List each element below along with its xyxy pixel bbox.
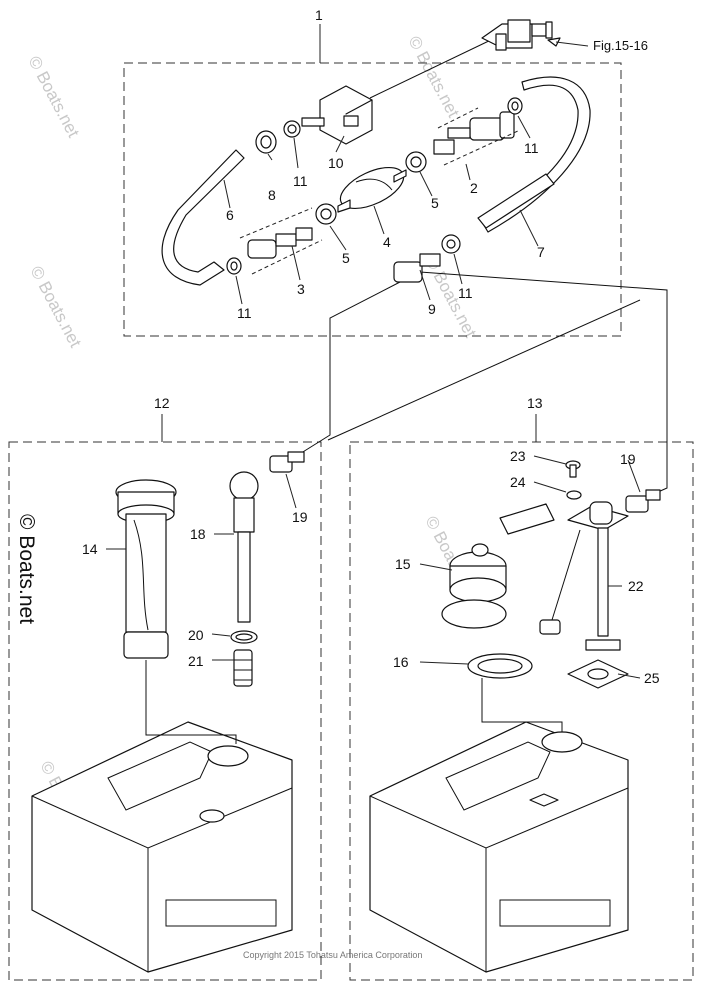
- part-6-hose: [161, 149, 245, 286]
- part-8-ring: [255, 130, 277, 154]
- callout-15: 15: [395, 556, 411, 572]
- callout-22: 22: [628, 578, 644, 594]
- callout-11: 11: [237, 305, 252, 321]
- callout-8: 8: [268, 187, 276, 203]
- part-11-clip: [441, 234, 461, 254]
- fig-leader-line: [369, 37, 496, 99]
- callout-20: 20: [188, 627, 204, 643]
- callout-9: 9: [428, 301, 436, 317]
- assembly-line: [481, 678, 563, 732]
- assembly-1-frame: [123, 62, 622, 337]
- callout-1: 1: [315, 7, 323, 23]
- assembly-13-frame: [349, 441, 694, 981]
- part-10-connector: [301, 85, 373, 145]
- part-11-clip: [507, 97, 523, 115]
- callout-5: 5: [431, 195, 439, 211]
- callout-14: 14: [82, 541, 98, 557]
- part-14-fuel-gauge: [115, 479, 177, 659]
- part-24-washer: [566, 490, 582, 500]
- callout-24: 24: [510, 474, 526, 490]
- part-3-fitting-set: [239, 207, 323, 275]
- callout-25: 25: [644, 670, 660, 686]
- callout-18: 18: [190, 526, 206, 542]
- callout-2: 2: [470, 180, 478, 196]
- copyright-text: Copyright 2015 Tohatsu America Corporati…: [243, 950, 422, 960]
- callout-12: 12: [154, 395, 170, 411]
- label-card: [499, 503, 555, 535]
- part-23-screw: [565, 460, 581, 478]
- hose-route-line: [419, 271, 668, 493]
- callout-10: 10: [328, 155, 344, 171]
- callout-4: 4: [383, 234, 391, 250]
- part-5-ring: [405, 151, 427, 173]
- part-19-fitting: [625, 489, 661, 513]
- watermark-text: © Boats.net: [26, 263, 85, 351]
- brand-watermark: © Boats.net: [15, 514, 38, 624]
- part-11-clip: [226, 257, 242, 275]
- callout-16: 16: [393, 654, 409, 670]
- fuel-tank-left: [31, 721, 293, 973]
- part-21-filter: [233, 649, 253, 687]
- callout-11: 11: [293, 173, 308, 189]
- callout-5: 5: [342, 250, 350, 266]
- hose-route-line: [327, 299, 641, 441]
- callout-13: 13: [527, 395, 543, 411]
- callout-11: 11: [524, 140, 539, 156]
- callout-23: 23: [510, 448, 526, 464]
- callout-19: 19: [620, 451, 636, 467]
- watermark-text: © Boats.net: [24, 53, 83, 141]
- part-15-tank-cap: [441, 543, 507, 629]
- callout-11: 11: [458, 285, 473, 301]
- callout-6: 6: [226, 207, 234, 223]
- part-18-pickup-tube: [229, 471, 259, 623]
- fuel-tank-right: [369, 721, 629, 973]
- part-4-primer-bulb: [337, 166, 407, 213]
- callout-21: 21: [188, 653, 204, 669]
- callout-7: 7: [537, 244, 545, 260]
- callout-3: 3: [297, 281, 305, 297]
- connector-ref-fig: [481, 19, 553, 51]
- part-25-gasket: [567, 659, 629, 689]
- part-22-sender-unit: [539, 501, 629, 651]
- part-19-fitting: [269, 451, 305, 473]
- arrow-line: [555, 41, 589, 47]
- part-2-fitting-set: [433, 107, 521, 166]
- part-9-connector: [393, 253, 441, 283]
- figure-reference: Fig.15-16: [593, 38, 648, 53]
- hose-route-line: [281, 281, 401, 466]
- assembly-line: [145, 660, 237, 744]
- part-7-hose: [477, 173, 555, 229]
- part-16-retainer: [467, 653, 533, 679]
- part-20-o-ring: [230, 630, 258, 644]
- leader-lines: [106, 24, 641, 679]
- part-11-clip: [283, 120, 301, 138]
- assembly-12-frame: [8, 441, 322, 981]
- part-5-ring: [315, 203, 337, 225]
- callout-19: 19: [292, 509, 308, 525]
